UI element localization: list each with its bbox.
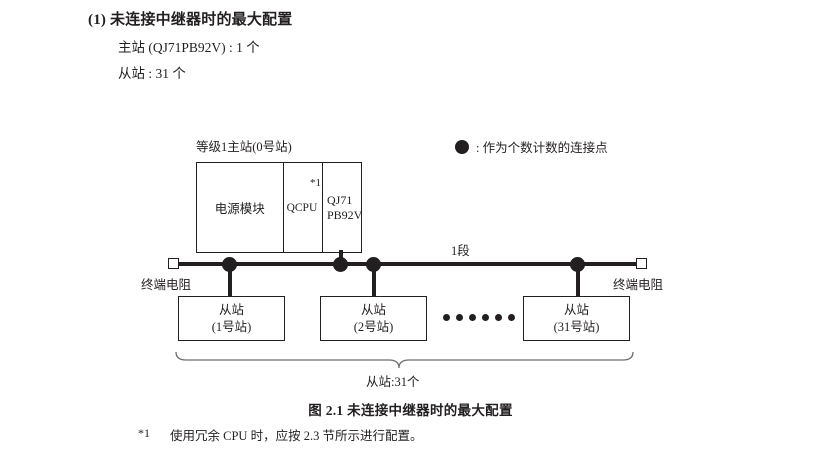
slave-station-count: 从站 : 31 个 bbox=[118, 66, 186, 81]
legend-label: : 作为个数计数的连接点 bbox=[476, 141, 608, 155]
network-module-cell: QJ71 PB92V bbox=[323, 163, 363, 252]
ellipsis-dot bbox=[469, 314, 476, 321]
slave-station-title: 从站 bbox=[360, 302, 386, 317]
terminator-right-icon bbox=[636, 258, 647, 269]
network-module-label-line2: PB92V bbox=[327, 207, 363, 222]
ellipsis-dot bbox=[482, 314, 489, 321]
segment-label: 1段 bbox=[451, 244, 470, 258]
power-module-label: 电源模块 bbox=[214, 202, 265, 216]
power-module-cell: 电源模块 bbox=[197, 163, 284, 252]
footnote-text: 使用冗余 CPU 时，应按 2.3 节所示进行配置。 bbox=[170, 429, 423, 443]
page-title: (1) 未连接中继器时的最大配置 bbox=[88, 12, 293, 28]
network-module-label-line1: QJ71 bbox=[327, 192, 353, 207]
slave-station-box: 从站 (31号站) bbox=[523, 296, 630, 341]
slave-station-box: 从站 (1号站) bbox=[178, 296, 285, 341]
terminator-left-label: 终端电阻 bbox=[141, 278, 192, 292]
slave-group-label: 从站:31个 bbox=[366, 375, 420, 389]
ellipsis-dot bbox=[443, 314, 450, 321]
cpu-footnote-marker: *1 bbox=[310, 177, 321, 189]
master-rack: 电源模块 QCPU *1 QJ71 PB92V bbox=[196, 162, 362, 253]
figure-caption: 图 2.1 未连接中继器时的最大配置 bbox=[308, 403, 513, 418]
cpu-module-cell: QCPU *1 bbox=[284, 163, 323, 252]
slave-station-number: (31号站) bbox=[553, 319, 600, 334]
slave-station-title: 从站 bbox=[563, 302, 589, 317]
footnote-marker: *1 bbox=[138, 426, 150, 440]
filled-circle-icon bbox=[455, 139, 469, 154]
slave-group-brace bbox=[175, 351, 634, 369]
bus-trunk-line bbox=[176, 262, 640, 266]
terminator-right-label: 终端电阻 bbox=[613, 278, 664, 292]
legend: : 作为个数计数的连接点 bbox=[455, 137, 608, 156]
slave-station-number: (2号站) bbox=[353, 319, 394, 334]
slave-station-title: 从站 bbox=[218, 302, 244, 317]
ellipsis-dot bbox=[456, 314, 463, 321]
slave-drop-line bbox=[576, 264, 580, 296]
cpu-module-label: QCPU bbox=[286, 201, 318, 214]
master-rack-label: 等级1主站(0号站) bbox=[196, 140, 292, 154]
master-station-count: 主站 (QJ71PB92V) : 1 个 bbox=[118, 40, 260, 55]
ellipsis-dot bbox=[508, 314, 515, 321]
slave-station-number: (1号站) bbox=[211, 319, 252, 334]
connection-point-dot bbox=[333, 257, 348, 272]
ellipsis-dot bbox=[495, 314, 502, 321]
slave-drop-line bbox=[228, 264, 232, 296]
slave-drop-line bbox=[372, 264, 376, 296]
slave-station-box: 从站 (2号站) bbox=[320, 296, 427, 341]
ellipsis-dots bbox=[443, 314, 515, 321]
terminator-left-icon bbox=[168, 258, 179, 269]
